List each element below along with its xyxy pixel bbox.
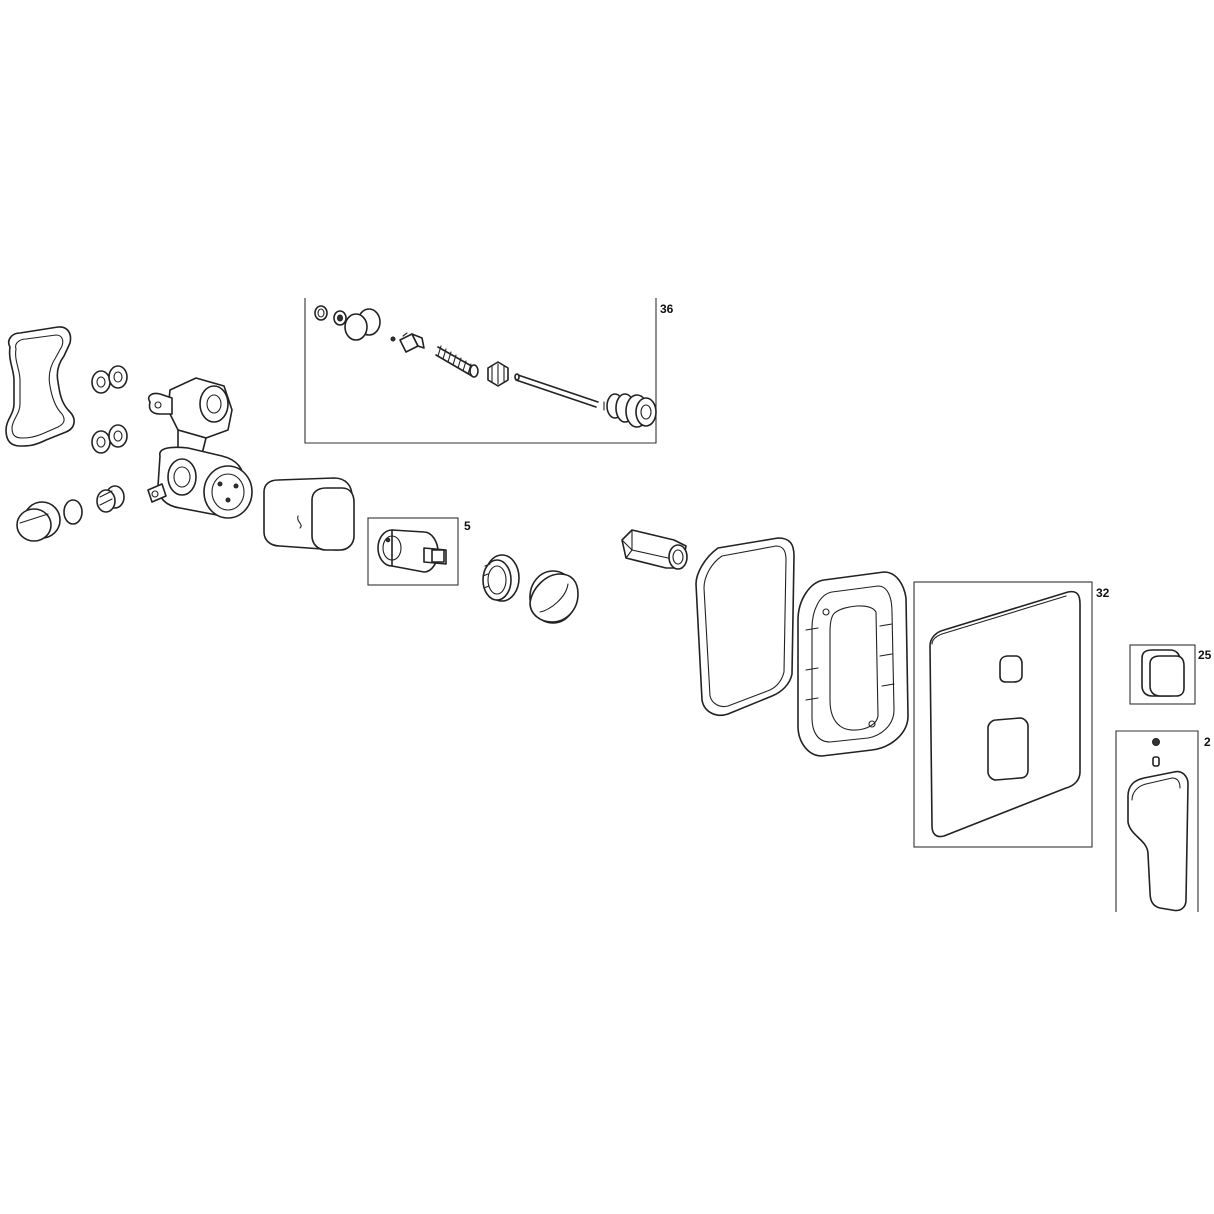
ball <box>390 336 396 342</box>
trim-plate-group: 32 <box>913 581 1110 848</box>
bonnet-nut <box>482 554 520 602</box>
trim-plate-frame <box>913 581 1093 848</box>
cartridge <box>377 529 447 573</box>
double-disc <box>344 308 381 341</box>
diverter-kit-group: 36 <box>304 298 674 444</box>
nut-washer-set <box>91 365 128 454</box>
trim-plate <box>929 590 1081 838</box>
o-ring <box>63 499 83 525</box>
valve-stem-tip <box>399 332 425 353</box>
extension <box>621 529 688 570</box>
callout-25: 25 <box>1198 648 1212 662</box>
mounting-bracket-plate <box>5 326 75 447</box>
callout-5: 5 <box>464 519 471 533</box>
knob-group: 25 <box>1129 644 1212 705</box>
nut-washer-1 <box>91 365 128 394</box>
valve-body <box>147 377 253 519</box>
cartridge-frame <box>367 517 459 586</box>
fitting <box>96 485 125 513</box>
small-o-ring <box>314 305 328 321</box>
cartridge-group: 5 <box>367 517 471 586</box>
callout-2: 2 <box>1204 735 1211 749</box>
callout-36: 36 <box>660 302 674 316</box>
nut-washer-2 <box>91 424 128 454</box>
cover-cap <box>263 477 355 551</box>
trim-frame <box>797 571 909 757</box>
small-washer <box>333 310 347 326</box>
lever-handle <box>1127 770 1189 912</box>
gasket <box>695 537 795 716</box>
knob <box>1141 649 1185 697</box>
stem-rod <box>514 373 599 408</box>
diverter-fitting <box>603 393 657 428</box>
lever-handle-group: 2 <box>1115 730 1211 912</box>
sleeve <box>529 570 579 624</box>
kit-36-frame <box>304 298 657 444</box>
knob-frame <box>1129 644 1196 705</box>
callout-32: 32 <box>1096 586 1110 600</box>
spring <box>435 345 479 378</box>
plug <box>16 501 61 542</box>
lever-frame <box>1115 730 1199 912</box>
small-nut <box>487 361 509 387</box>
set-screw <box>1152 738 1160 767</box>
